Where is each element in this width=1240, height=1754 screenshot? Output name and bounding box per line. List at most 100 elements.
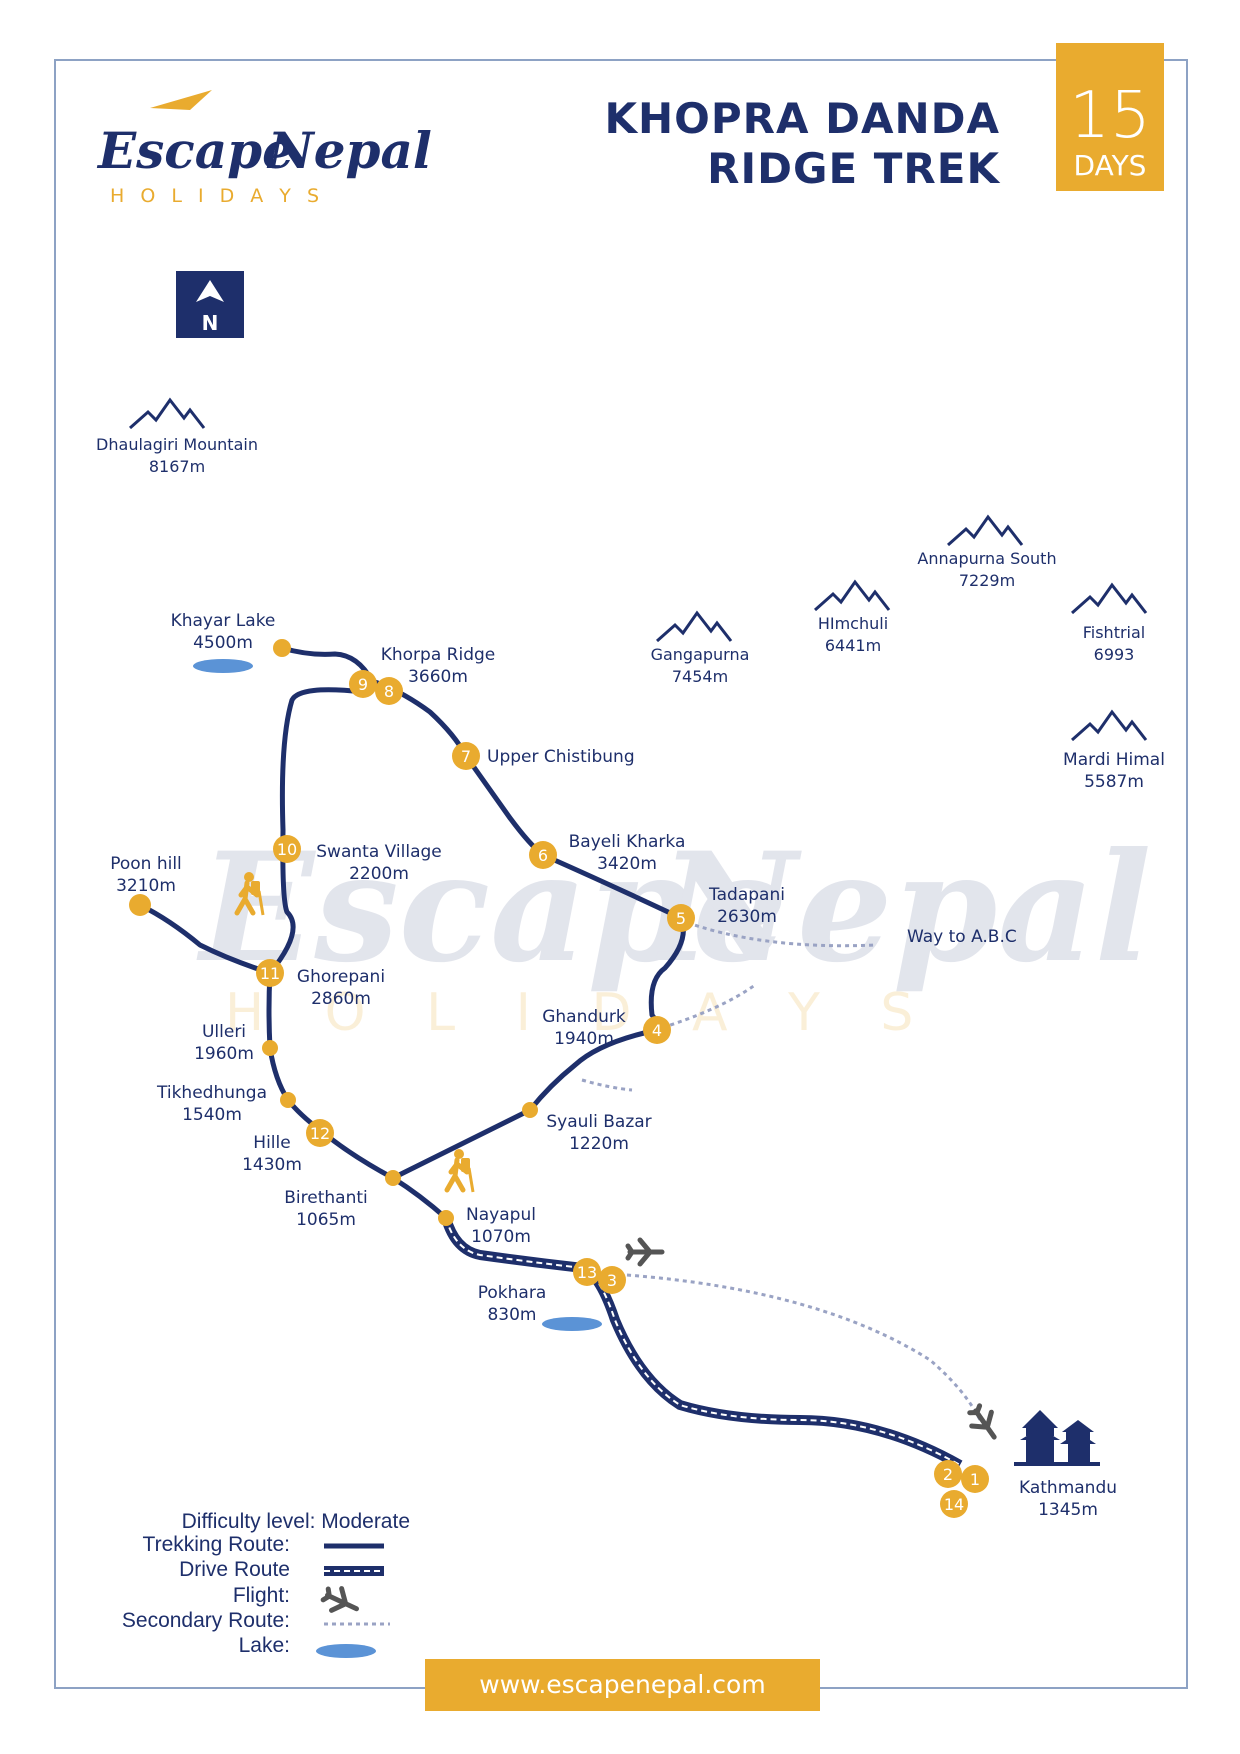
day-marker-14 <box>940 1490 968 1518</box>
place-elevation: 2860m <box>311 989 371 1009</box>
mountain-elevation-annapurna-south: 7229m <box>959 571 1015 590</box>
mountain-name-himchuli: HImchuli <box>818 614 888 633</box>
page-title: KHOPRA DANDA RIDGE TREK <box>604 94 1000 194</box>
place-name: Upper Chistibung <box>487 747 635 767</box>
mountain-name-gangapurna: Gangapurna <box>651 645 750 664</box>
place-elevation: 3210m <box>116 876 176 896</box>
duration-number: 15 <box>1069 79 1151 153</box>
place-name: Way to A.B.C <box>907 927 1017 947</box>
watermark-nepal: Nepal <box>656 820 1152 996</box>
place-elevation: 1065m <box>296 1210 356 1230</box>
watermark-tagline: H O L I D A Y S <box>225 983 935 1043</box>
title-line-2: RIDGE TREK <box>707 144 1000 193</box>
place-name: Tadapani <box>708 885 785 905</box>
stop-marker-tikhedhunga <box>280 1092 296 1108</box>
place-name: Ulleri <box>202 1022 246 1042</box>
mountain-elevation-himchuli: 6441m <box>825 636 881 655</box>
stop-marker-birethanti <box>385 1170 401 1186</box>
mountain-name-fishtrial: Fishtrial <box>1083 623 1146 642</box>
secondary-route-abc <box>679 918 876 948</box>
place-elevation: 1345m <box>1038 1500 1098 1520</box>
place-elevation: 1540m <box>182 1105 242 1125</box>
day-marker-14-label: 14 <box>944 1495 964 1514</box>
secondary-routes <box>581 918 982 1421</box>
brand-name-nepal: Nepal <box>266 121 432 180</box>
day-marker-8 <box>375 677 403 705</box>
place-name: Birethanti <box>284 1188 367 1208</box>
place-elevation: 1430m <box>242 1155 302 1175</box>
place-name: Ghorepani <box>297 967 385 987</box>
place-name: Poon hill <box>110 854 182 874</box>
airplane-icon <box>628 1240 662 1264</box>
drive-route <box>441 1216 963 1470</box>
day-markers: 1 2 3 4 5 6 7 8 9 10 11 12 13 14 <box>256 670 989 1518</box>
legend-drive-label: Drive Route <box>179 1558 290 1581</box>
place-name: Hille <box>253 1133 290 1153</box>
website-link[interactable]: www.escapenepal.com <box>425 1659 820 1711</box>
mountain-icon <box>946 515 1024 547</box>
day-marker-12 <box>306 1119 334 1147</box>
place-elevation: 4500m <box>193 633 253 653</box>
legend-flight-icon <box>321 1584 362 1620</box>
flight-route <box>626 1273 982 1421</box>
place-name: Pokhara <box>478 1283 547 1303</box>
route-poonhill <box>137 902 273 976</box>
day-marker-3 <box>598 1266 626 1294</box>
legend-difficulty: Difficulty level: Moderate <box>181 1510 410 1533</box>
airplane-icon <box>965 1402 1004 1444</box>
place-elevation: 830m <box>487 1305 536 1325</box>
north-arrow-icon: N <box>176 271 244 338</box>
day-marker-9 <box>349 670 377 698</box>
legend-secondary-label: Secondary Route: <box>121 1609 290 1632</box>
day-marker-4-label: 4 <box>652 1021 662 1040</box>
place-name: Tikhedhunga <box>156 1083 267 1103</box>
day-marker-10-label: 10 <box>277 840 297 859</box>
day-marker-5 <box>667 904 695 932</box>
place-elevation: 1220m <box>569 1134 629 1154</box>
route-swanta <box>267 687 366 976</box>
legend-lake-label: Lake: <box>238 1634 290 1657</box>
mountain-name-dhaulagiri: Dhaulagiri Mountain <box>96 435 258 454</box>
place-name: Bayeli Kharka <box>569 832 686 852</box>
stop-marker-poon-hill <box>129 894 151 916</box>
day-marker-5-label: 5 <box>676 909 686 928</box>
day-marker-13-label: 13 <box>577 1263 597 1282</box>
place-name: Ghandurk <box>542 1007 626 1027</box>
place-elevation: 1960m <box>194 1044 254 1064</box>
place-elevation: 1070m <box>471 1227 531 1247</box>
mountain-elevation-mardi-himal: 5587m <box>1084 772 1144 792</box>
day-marker-8-label: 8 <box>384 682 394 701</box>
place-elevation: 3660m <box>408 667 468 687</box>
lake-icon <box>542 1317 602 1331</box>
stop-marker-khayar-lake <box>273 639 291 657</box>
mountain-icon <box>1070 583 1148 615</box>
day-marker-1-label: 1 <box>970 1470 980 1489</box>
mountain-icon <box>655 611 733 643</box>
duration-unit: DAYS <box>1073 149 1147 182</box>
day-marker-12-label: 12 <box>310 1124 330 1143</box>
place-elevation: 2630m <box>717 907 777 927</box>
brand-logo: Escape Nepal H O L I D A Y S <box>96 90 432 207</box>
place-elevation: 1940m <box>554 1029 614 1049</box>
day-marker-6 <box>529 841 557 869</box>
lake-icon <box>193 659 253 673</box>
legend-trekking-label: Trekking Route: <box>142 1533 290 1556</box>
mountain-icon <box>813 580 891 612</box>
day-marker-6-label: 6 <box>538 846 548 865</box>
day-marker-2-label: 2 <box>943 1465 953 1484</box>
mountain-elevation-dhaulagiri: 8167m <box>149 457 205 476</box>
stop-marker-syauli-bazar <box>522 1102 538 1118</box>
day-marker-11 <box>256 959 284 987</box>
mountain-icon <box>1070 710 1148 742</box>
secondary-route-syauli <box>581 1078 633 1092</box>
place-labels: Khayar Lake 4500m Khorpa Ridge 3660m Upp… <box>110 611 1117 1520</box>
duration-badge: 15 DAYS <box>1056 43 1164 191</box>
legend-flight-label: Flight: <box>232 1584 290 1607</box>
hiker-icon <box>447 1149 473 1192</box>
day-marker-4 <box>643 1016 671 1044</box>
stop-marker-ulleri <box>262 1040 278 1056</box>
brand-name-escape: Escape <box>96 121 294 180</box>
legend-lake-icon <box>316 1644 376 1658</box>
temple-icon <box>1014 1410 1100 1466</box>
